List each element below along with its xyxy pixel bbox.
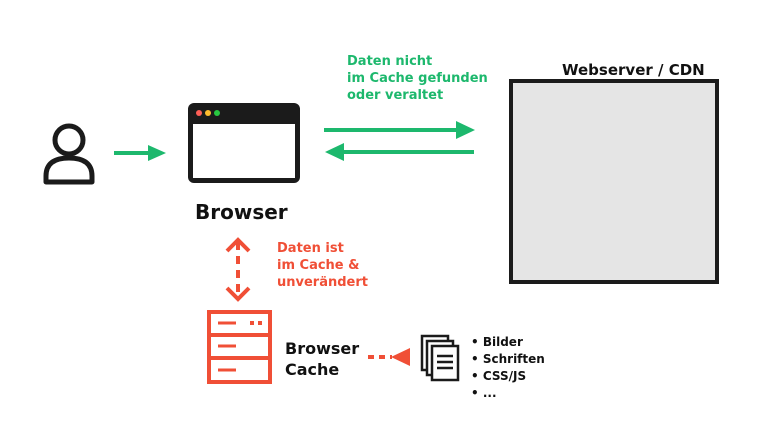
cache-miss-note: Daten nicht im Cache gefunden oder veral…: [347, 53, 488, 104]
window-close-dot: [196, 110, 202, 116]
webserver-box: [509, 79, 719, 284]
cache-miss-note-line: Daten nicht: [347, 54, 433, 69]
assets-to-cache-arrow: [368, 348, 410, 366]
asset-list-item: • Bilder: [471, 335, 523, 349]
browser-cache-dashed-arrow: [225, 237, 251, 302]
cache-miss-note-line: im Cache gefunden: [347, 71, 488, 86]
documents-icon: [420, 334, 460, 382]
cache-hit-note: Daten ist im Cache & unverändert: [277, 240, 368, 291]
user-to-browser-arrow: [114, 145, 166, 161]
response-arrow: [325, 143, 474, 161]
browser-cache-label-line: Browser: [285, 339, 360, 358]
asset-list: • Bilder • Schriften • CSS/JS • ...: [471, 334, 545, 402]
server-rack-icon: [207, 310, 272, 384]
window-minimize-dot: [205, 110, 211, 116]
browser-label: Browser: [195, 200, 288, 224]
cache-hit-note-line: unverändert: [277, 275, 368, 290]
browser-cache-label-line: Cache: [285, 360, 340, 379]
request-arrow: [324, 121, 475, 139]
cache-hit-note-line: im Cache &: [277, 258, 360, 273]
cache-miss-note-line: oder veraltet: [347, 88, 444, 103]
browser-cache-label: Browser Cache: [285, 338, 359, 380]
browser-window-icon: [188, 103, 300, 183]
webserver-label: Webserver / CDN: [562, 61, 705, 79]
cache-hit-note-line: Daten ist: [277, 241, 344, 256]
asset-list-item: • Schriften: [471, 352, 545, 366]
window-maximize-dot: [214, 110, 220, 116]
user-icon: [43, 123, 95, 185]
asset-list-item: • CSS/JS: [471, 369, 527, 383]
asset-list-item: • ...: [471, 386, 497, 400]
